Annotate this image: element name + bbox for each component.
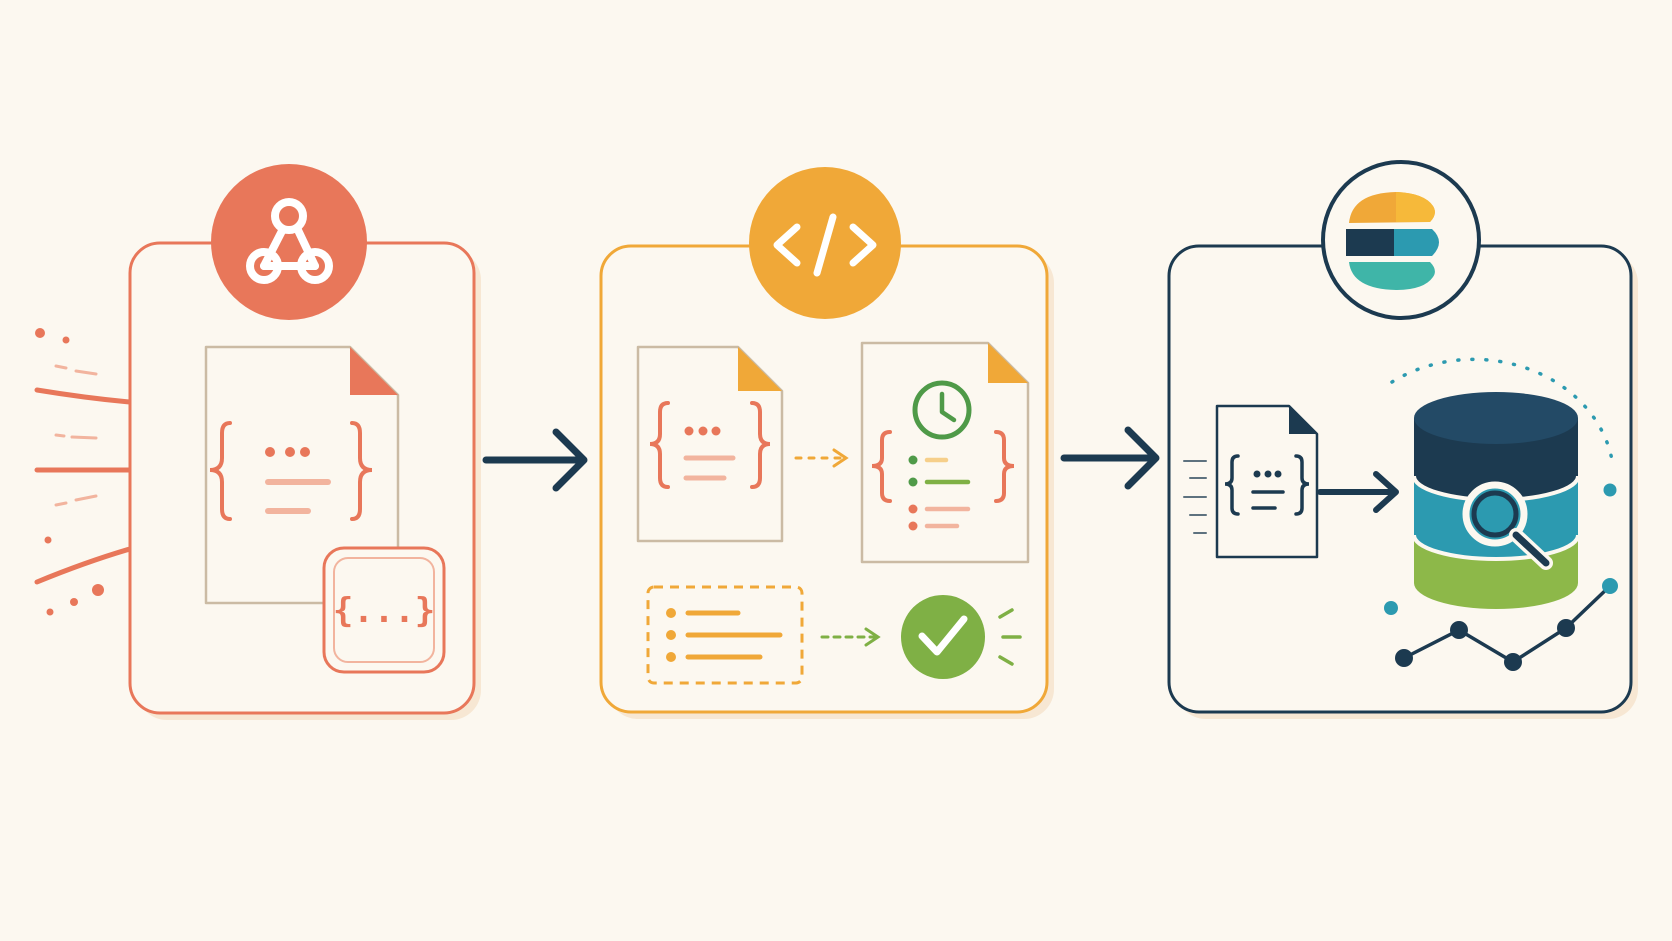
transform-arrow bbox=[794, 448, 849, 468]
stage-processing bbox=[599, 167, 1054, 719]
validate-arrow bbox=[820, 627, 881, 647]
enriched-document bbox=[860, 341, 1030, 564]
json-document bbox=[204, 345, 400, 605]
magnifier-icon bbox=[1462, 481, 1553, 570]
webhook-icon bbox=[246, 198, 333, 284]
check-circle-icon bbox=[901, 595, 985, 679]
indexed-document bbox=[1215, 404, 1319, 559]
flow-arrow-1 bbox=[482, 428, 588, 492]
raw-document bbox=[636, 345, 784, 543]
ingest-speed-lines bbox=[1183, 460, 1207, 534]
database-icon bbox=[1412, 392, 1580, 609]
code-badge bbox=[749, 167, 901, 319]
check-sparkle bbox=[998, 608, 1022, 666]
validated-record bbox=[646, 585, 804, 685]
code-icon bbox=[773, 213, 877, 277]
elasticsearch-logo-icon bbox=[1346, 192, 1439, 290]
webhook-badge bbox=[211, 164, 367, 320]
index-arrow bbox=[1317, 471, 1399, 513]
clock-icon bbox=[912, 380, 972, 440]
json-snippet-text: {...} bbox=[333, 591, 435, 631]
metrics-sparkline bbox=[1395, 578, 1618, 671]
json-snippet-card: {...} bbox=[322, 546, 446, 674]
flow-arrow-2 bbox=[1060, 426, 1160, 490]
arc-start-dot bbox=[1384, 601, 1398, 615]
stage-webhook: {...} bbox=[34, 164, 481, 720]
arc-endpoint-dot bbox=[1603, 483, 1617, 497]
stage-elasticsearch bbox=[1167, 160, 1638, 719]
search-arc bbox=[1390, 357, 1614, 462]
elastic-badge bbox=[1321, 160, 1481, 320]
